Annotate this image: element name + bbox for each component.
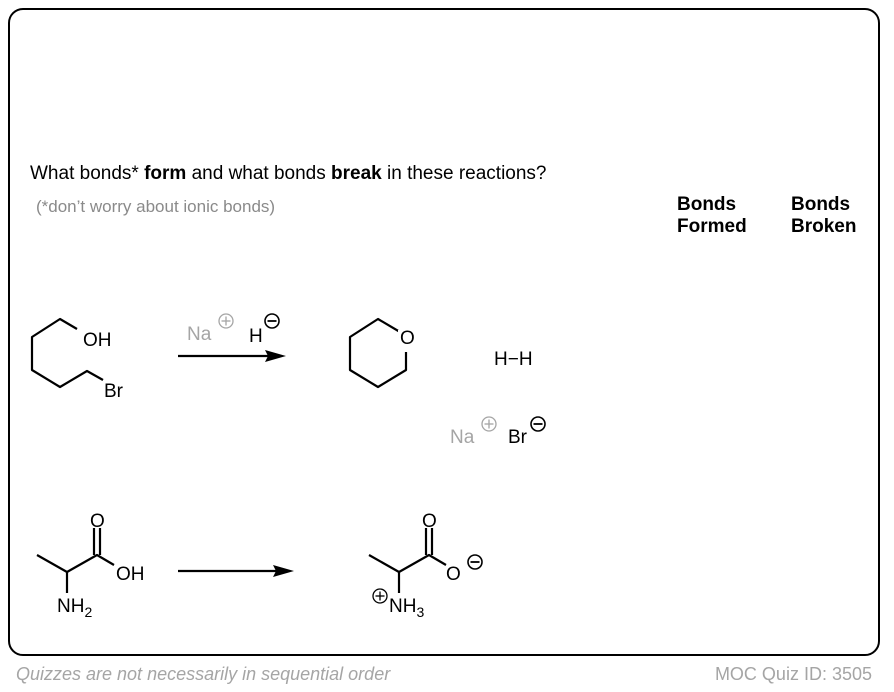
minus-charge-icon xyxy=(467,554,483,570)
oxane-ring xyxy=(348,317,408,389)
plus-charge-icon xyxy=(372,588,388,604)
plus-charge-icon xyxy=(218,313,234,329)
ring-oxygen-label: O xyxy=(400,328,415,349)
zwitterion-skeleton xyxy=(368,553,447,574)
minus-charge-icon xyxy=(530,416,546,432)
hydride-label: H xyxy=(249,326,263,347)
bromopentanol-skeleton xyxy=(30,317,104,389)
acid-oh-label: OH xyxy=(116,564,145,585)
sodium-salt-label: Na xyxy=(450,427,475,448)
hydroxyl-label: OH xyxy=(83,330,112,351)
question-text: What bonds* form and what bonds break in… xyxy=(30,163,547,184)
plus-charge-icon xyxy=(481,416,497,432)
reaction-arrow-2 xyxy=(178,565,294,577)
ammonium-label: NH3 xyxy=(389,596,424,620)
bromine-label: Br xyxy=(104,381,124,402)
product-carbonyl-oxygen-label: O xyxy=(422,511,437,532)
carbonyl-oxygen-label: O xyxy=(90,511,105,532)
amine-label: NH2 xyxy=(57,596,92,620)
alanine-skeleton xyxy=(36,553,115,574)
minus-charge-icon xyxy=(264,313,280,329)
reaction-arrow-1 xyxy=(178,350,286,362)
hydrogen-gas-label: H−H xyxy=(494,349,533,370)
carboxylate-oxygen-label: O xyxy=(446,564,461,585)
quiz-frame xyxy=(8,8,880,656)
ionic-bond-note: (*don’t worry about ionic bonds) xyxy=(36,197,276,216)
quiz-id: MOC Quiz ID: 3505 xyxy=(714,664,872,684)
bromide-label: Br xyxy=(508,427,528,448)
sodium-reagent-label: Na xyxy=(187,324,212,345)
footer-note: Quizzes are not necessarily in sequentia… xyxy=(16,664,391,684)
